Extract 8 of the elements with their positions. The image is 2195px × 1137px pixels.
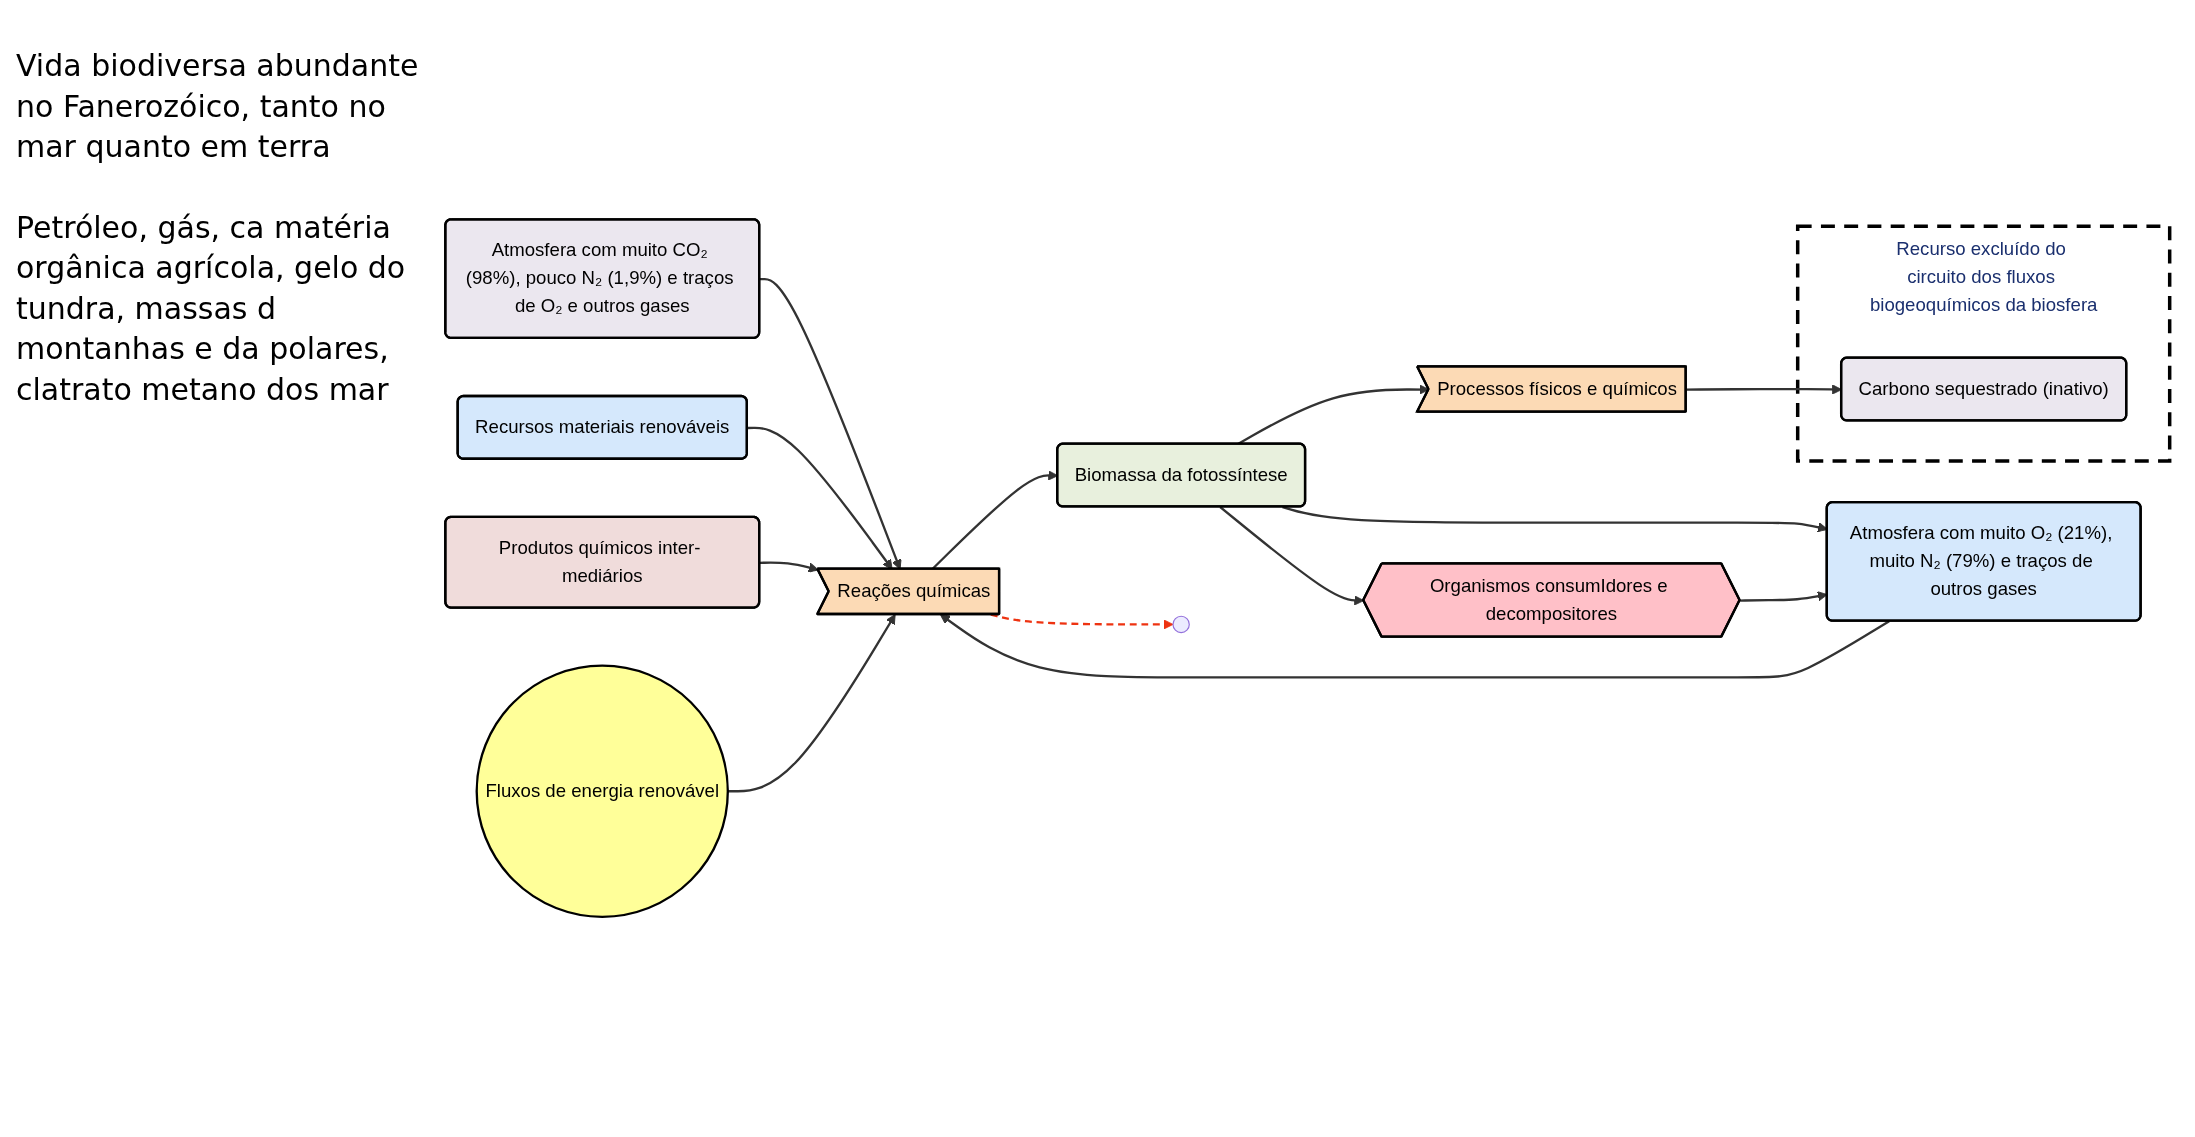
arrow (1219, 506, 1365, 606)
arrow (759, 561, 819, 574)
node-ground (1172, 616, 1190, 634)
note-text: Vida biodiversa abundante no Fanerozóico, tanto no mar quanto em terra (16, 47, 420, 166)
note-text: Petróleo, gás, ca matéria orgânica agrícola, gelo do tundra, massas d montanhas e da polares, clatrato metano dos mar (16, 208, 407, 409)
node-circle: Fluxos de energia renovável (475, 664, 729, 919)
arrow (727, 614, 896, 793)
arrow (939, 614, 1890, 679)
